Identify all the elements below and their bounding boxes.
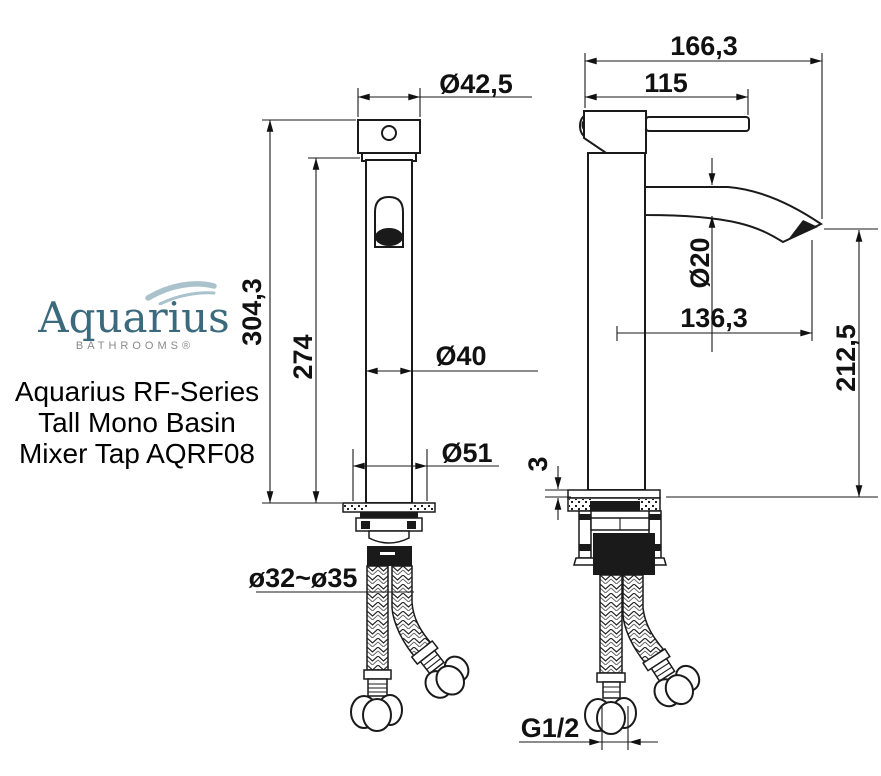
product-title-line3: Mixer Tap AQRF08 — [18, 438, 256, 469]
spout-side — [644, 186, 824, 244]
product-title-line2: Tall Mono Basin — [38, 407, 236, 438]
dim-plate-thickness: 3 — [523, 456, 553, 471]
dim-connector-thread-lines — [519, 706, 658, 750]
dim-cap-diameter: Ø42,5 — [439, 69, 513, 99]
dim-handle-length-lines — [584, 89, 749, 115]
side-view: 166,3 115 Ø20 136,3 212,5 — [519, 31, 878, 750]
front-view: Ø42,5 304,3 274 Ø40 Ø51 ø32~ø3 — [237, 69, 538, 732]
dim-base-diameter-lines — [352, 449, 499, 501]
base-flange-front — [342, 502, 436, 566]
supply-hose-right-side — [622, 574, 701, 708]
dim-body-height-lines — [308, 157, 360, 504]
product-title-line1: Aquarius RF-Series — [14, 376, 260, 407]
brand-wave-icon — [145, 281, 217, 305]
handle-housing — [583, 110, 647, 159]
dim-connector-thread: G1/2 — [521, 713, 580, 743]
supply-hose-right-front — [391, 565, 470, 699]
dim-spout-reach: 136,3 — [680, 303, 748, 333]
dim-spout-height: 212,5 — [831, 324, 861, 392]
dim-mounting-hole: ø32~ø35 — [249, 563, 358, 593]
tap-body-side — [579, 110, 824, 491]
dim-body-height: 274 — [288, 334, 318, 379]
tap-body-front — [357, 119, 421, 504]
dim-plate-thickness-lines — [545, 466, 571, 520]
spout-outlet-front — [375, 228, 403, 246]
dim-overall-depth: 166,3 — [670, 31, 738, 61]
dim-overall-height: 304,3 — [237, 278, 267, 346]
dim-spout-tube-diameter: Ø20 — [685, 237, 715, 288]
brand-name: Aquarius — [38, 293, 230, 342]
aerator-tip — [787, 220, 818, 241]
product-title: Aquarius RF-Series Tall Mono Basin Mixer… — [5, 376, 269, 469]
dim-spout-reach-lines — [616, 240, 813, 341]
dim-spout-height-lines — [666, 228, 878, 498]
base-flange-side — [567, 489, 667, 575]
brand-tagline: BATHROOMS® — [75, 340, 195, 352]
dim-cap-diameter-lines — [357, 88, 532, 117]
dim-body-diameter: Ø40 — [435, 341, 486, 371]
dim-handle-length: 115 — [644, 68, 688, 98]
dim-overall-height-lines — [262, 119, 356, 504]
dim-base-diameter: Ø51 — [441, 438, 492, 468]
lever-handle — [645, 116, 750, 132]
supply-hose-left-side — [584, 574, 637, 735]
